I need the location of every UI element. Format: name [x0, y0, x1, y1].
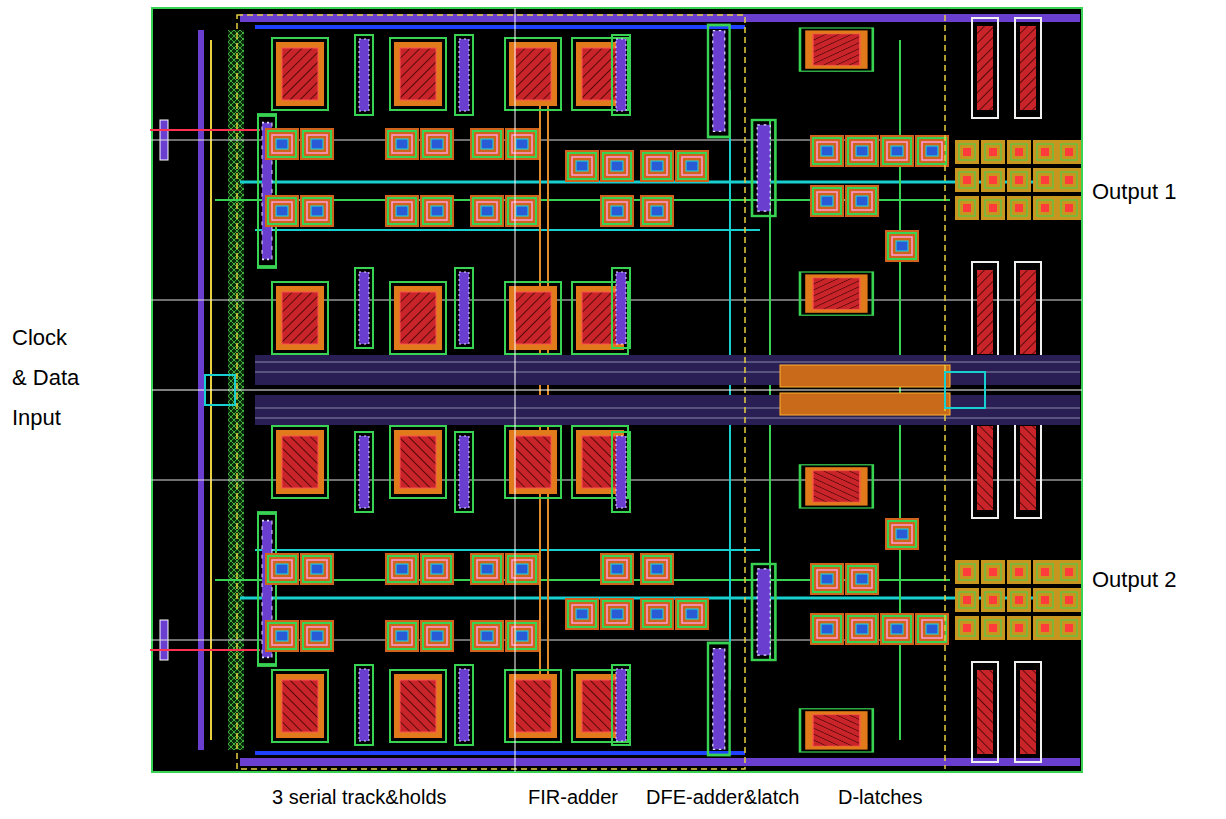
section-label: D-latches: [838, 785, 922, 810]
output-label: Output 2: [1092, 566, 1176, 594]
section-label: 3 serial track&holds: [272, 785, 447, 810]
section-label: DFE-adder&latch: [646, 785, 799, 810]
section-label: FIR-adder: [528, 785, 618, 810]
output-label: Output 1: [1092, 178, 1176, 206]
input-label: Clock & Data Input: [12, 318, 86, 438]
